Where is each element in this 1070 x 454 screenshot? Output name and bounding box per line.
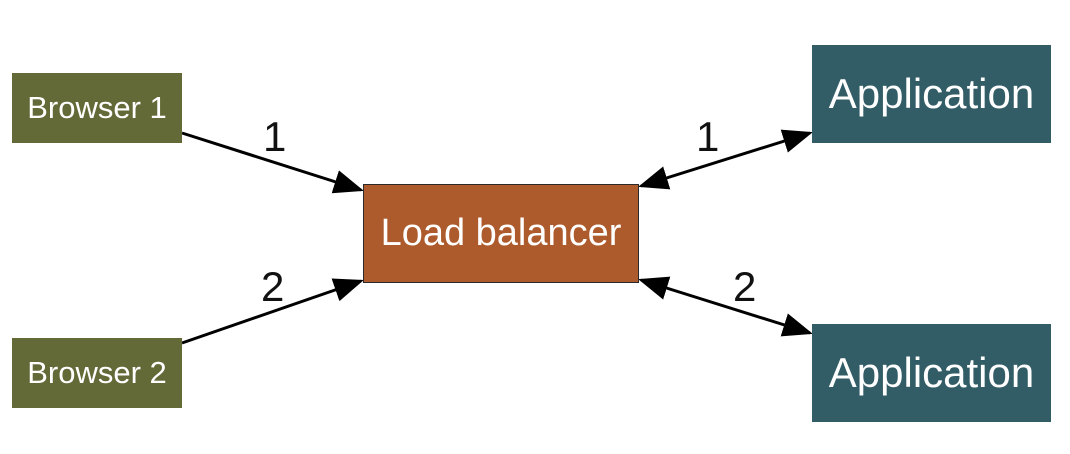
edge-load-balancer-application-1	[638, 129, 813, 190]
application-1-label: Application	[828, 70, 1035, 117]
edge-label-browser-2: 2	[261, 263, 285, 310]
application-2-node: Application	[812, 324, 1051, 422]
browser-2-node: Browser 2	[12, 338, 182, 408]
browser-1-label: Browser 1	[27, 90, 167, 125]
edge-browser-2-to-load-balancer	[181, 278, 364, 345]
load-balancer-node: Load balancer	[363, 184, 639, 283]
edge-label-application-2: 2	[733, 263, 757, 310]
application-2-label: Application	[828, 349, 1035, 396]
edge-browser-1-to-load-balancer	[181, 131, 364, 194]
browser-2-label: Browser 2	[27, 355, 167, 390]
edge-load-balancer-application-2	[638, 276, 813, 337]
edge-label-application-1: 1	[696, 113, 720, 160]
application-1-node: Application	[812, 45, 1051, 143]
load-balancer-label: Load balancer	[380, 212, 622, 254]
browser-1-node: Browser 1	[12, 73, 182, 143]
edge-label-browser-1: 1	[263, 113, 287, 160]
